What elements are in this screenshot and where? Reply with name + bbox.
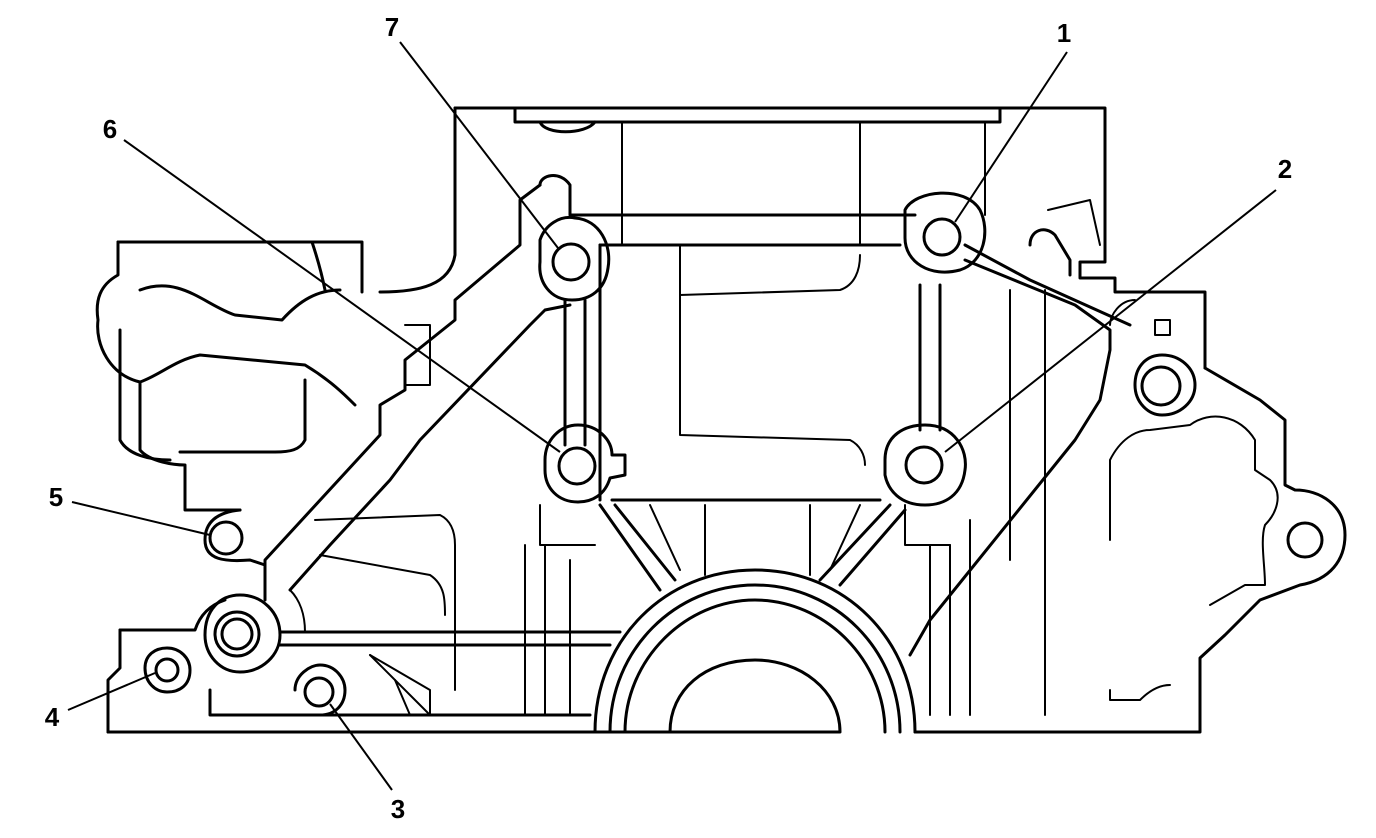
crank-seal xyxy=(593,568,917,734)
leader-6 xyxy=(123,139,561,453)
callout-2: 2 xyxy=(1278,154,1292,184)
bolt-holes xyxy=(143,191,1324,717)
bolt-4 xyxy=(143,646,192,694)
bolt-right-lower xyxy=(1286,521,1324,559)
bolt-3 xyxy=(293,663,347,717)
bolt-2 xyxy=(883,423,967,507)
callout-6: 6 xyxy=(103,114,117,144)
bolt-lower-left-boss xyxy=(203,593,282,674)
callout-4: 4 xyxy=(45,702,60,732)
callout-5: 5 xyxy=(49,482,63,512)
leader-2 xyxy=(944,189,1277,453)
leader-4 xyxy=(67,672,156,711)
bolt-right-upper xyxy=(1133,353,1197,417)
callout-1: 1 xyxy=(1057,18,1071,48)
block-outline xyxy=(95,106,1347,734)
bolt-7 xyxy=(538,215,611,302)
callout-7: 7 xyxy=(385,12,399,42)
leader-1 xyxy=(954,51,1068,223)
bolt-1 xyxy=(903,191,987,274)
leader-5 xyxy=(71,501,211,536)
callout-labels: 1 2 3 4 5 6 7 xyxy=(45,12,1292,824)
bolt-6 xyxy=(543,423,627,504)
callout-3: 3 xyxy=(391,794,405,824)
leader-7 xyxy=(399,41,559,249)
internal-ribs xyxy=(263,121,1132,716)
leader-lines xyxy=(67,41,1277,791)
leader-3 xyxy=(329,703,393,791)
bolt-5 xyxy=(208,520,244,556)
